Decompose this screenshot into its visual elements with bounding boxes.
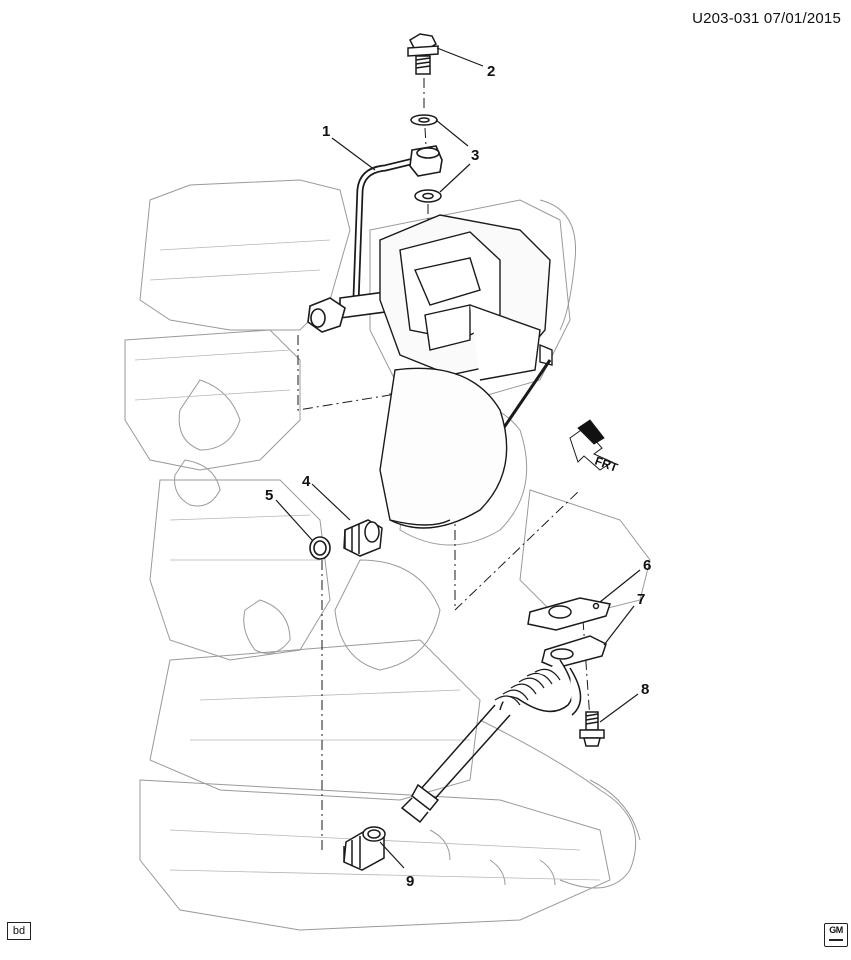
front-direction-marker: FRT xyxy=(569,419,620,475)
callout-3: 3 xyxy=(471,147,479,164)
leader-lines xyxy=(275,47,641,869)
actuator-assembly xyxy=(379,214,553,529)
gm-logo-text: GM xyxy=(829,925,843,935)
diagram-tag: bd xyxy=(7,922,31,940)
callout-6: 6 xyxy=(643,557,651,574)
diagram-code: U203-031 07/01/2015 xyxy=(692,10,841,27)
part-2-bolt xyxy=(407,33,439,75)
callout-5: 5 xyxy=(265,487,273,504)
alignment-lines xyxy=(297,78,591,850)
gm-logo: GM xyxy=(824,923,848,947)
callout-8: 8 xyxy=(641,681,649,698)
part-8-bolt xyxy=(579,711,605,747)
callout-1: 1 xyxy=(322,123,330,140)
part-9-plug xyxy=(343,826,386,871)
frt-label: FRT xyxy=(593,454,620,475)
part-4-fitting xyxy=(343,519,383,557)
callout-2: 2 xyxy=(487,63,495,80)
part-6-gasket xyxy=(527,597,611,631)
callout-9: 9 xyxy=(406,873,414,890)
callout-4: 4 xyxy=(302,473,311,490)
part-1-pipe xyxy=(307,145,443,333)
part-3-washers xyxy=(410,114,442,203)
engine-block-ghost xyxy=(124,179,651,931)
part-7-hose xyxy=(400,635,607,824)
part-5-seal xyxy=(309,536,331,560)
callout-numbers: 1 2 3 4 5 6 7 8 9 xyxy=(265,63,651,890)
callout-7: 7 xyxy=(637,591,645,608)
